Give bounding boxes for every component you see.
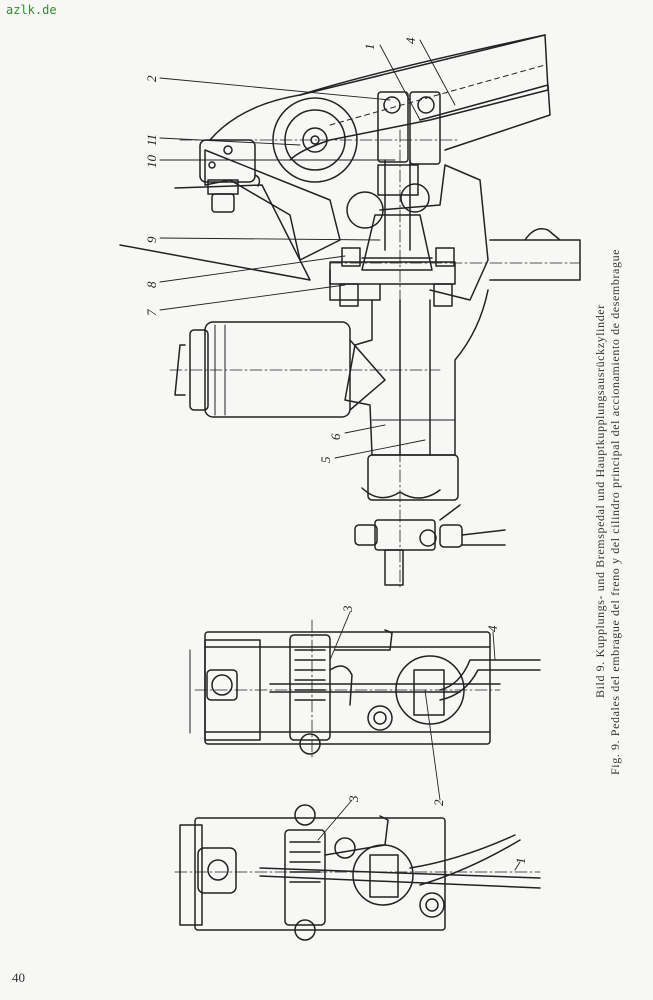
callout-top-11: 11: [144, 134, 159, 146]
callout-top-2: 2: [144, 75, 159, 82]
pedal-assembly-drawing: [119, 34, 581, 591]
clutch-pedal-top-view-drawing: [174, 804, 541, 941]
callout-top-10: 10: [144, 155, 159, 169]
callout-top-8: 8: [144, 281, 159, 288]
site-watermark: azlk.de: [6, 3, 57, 17]
page-number: 40: [12, 970, 25, 985]
figure-caption-german: Bild 9. Kupplungs- und Bremspedal und Ha…: [593, 304, 607, 698]
callout-top-4: 4: [403, 37, 418, 44]
callout-top-7: 7: [144, 309, 159, 316]
callout-top-5: 5: [318, 456, 333, 463]
callout-middle-3: 3: [340, 605, 355, 613]
callout-middle-4: 4: [485, 625, 500, 632]
callout-top-1: 1: [362, 44, 377, 51]
brake-pedal-top-view-drawing: [189, 619, 541, 761]
callout-top-9: 9: [144, 236, 159, 243]
figure-caption-spanish: Fig. 9. Pedales del embrague del freno y…: [608, 248, 622, 775]
callout-top-6: 6: [328, 433, 343, 440]
callout-bottom-2: 2: [431, 799, 446, 806]
callout-bottom-3: 3: [346, 795, 361, 803]
callout-bottom-1: 1: [513, 858, 528, 865]
